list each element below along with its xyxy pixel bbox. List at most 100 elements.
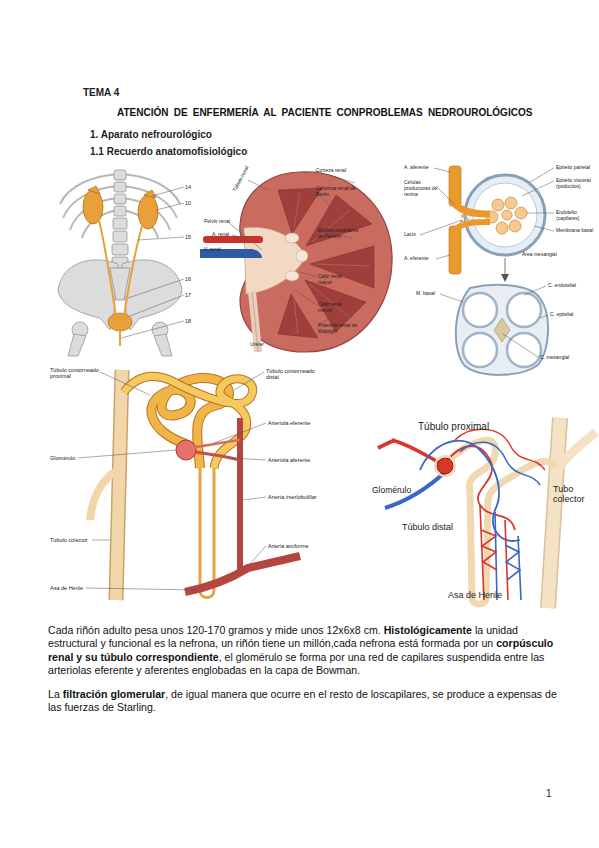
part-label: Células productoras de renina (404, 180, 444, 197)
nephron-figure-part (196, 452, 240, 460)
part-label: Túbulo contorneado distal (266, 368, 326, 381)
nephron-vessels-figure-part-part (505, 545, 520, 580)
part-label: Cáliz renal menor (318, 302, 356, 314)
renal-corpuscle-figure-part-part (509, 220, 521, 232)
nephron-figure-part (185, 556, 300, 592)
part-label: Pelvis renal (204, 219, 230, 225)
renal-corpuscle-figure-part-part (515, 207, 527, 219)
capillary-section-figure-part-part (524, 286, 546, 295)
renal-corpuscle-figure-part-part (530, 168, 554, 182)
nephron-figure-part (124, 376, 253, 468)
nephron-vessels-figure-part-part (480, 505, 484, 600)
capillary-section-figure-part (463, 293, 541, 367)
urinary-tract-figure-part-part (114, 182, 126, 192)
urinary-tract-figure-part-part (113, 218, 127, 229)
capillary-section-figure (440, 285, 548, 375)
urinary-tract-figure-part (99, 220, 142, 346)
kidney-section-figure-part (294, 192, 370, 334)
urinary-tract-figure-part-part (156, 203, 184, 210)
nephron-figure-part (78, 372, 266, 590)
renal-corpuscle-figure-part (501, 274, 509, 282)
nephron-vessels-figure-part (437, 458, 453, 474)
part-label: Asa de Henle (448, 590, 502, 600)
renal-corpuscle-figure-part-part (465, 218, 469, 222)
kidney-section-figure-part (222, 171, 355, 326)
part-label: Glomérulo (372, 486, 411, 496)
capillary-section-figure-part-part (540, 315, 548, 318)
part-label: Túbulo contorneado proximal (50, 367, 102, 380)
nephron-figure-part-part (243, 497, 266, 500)
nephron-figure-part (116, 370, 122, 600)
urinary-tract-figure-part-part (124, 226, 142, 316)
nephron-vessels-figure-part (435, 456, 455, 476)
callout-number: 17 (185, 292, 191, 298)
kidney-section-figure-part-part (310, 246, 374, 288)
renal-corpuscle-figure-part-part (492, 199, 504, 211)
kidney-section-figure-part (240, 172, 392, 352)
urinary-tract-figure (58, 170, 184, 356)
kidney-section-figure-part-part (285, 271, 299, 281)
nephron-figure (78, 370, 300, 600)
part-label: Lacis (404, 232, 416, 238)
kidney-section-figure-part-part (310, 284, 350, 318)
part-label: Endotelio (capilares) (556, 210, 592, 222)
urinary-tract-figure-part-part (83, 190, 103, 224)
part-label: C. mesangial (540, 355, 569, 361)
part-label: Columna renal de Bertin (316, 186, 360, 198)
callout-number: 18 (185, 318, 191, 324)
part-label: Túbulo renal (232, 165, 250, 192)
urinary-tract-figure-part-part (114, 194, 126, 204)
renal-corpuscle-figure-part-part (420, 220, 462, 235)
part-label: A. eferente (404, 256, 428, 262)
capillary-section-figure-part (456, 285, 548, 375)
part-label: Túbulo distal (402, 522, 453, 532)
urinary-tract-figure-part-part (138, 237, 184, 240)
paragraph: Lafiltración glomerular, de igual manera… (48, 688, 560, 715)
kidney-section-figure-part-part (222, 250, 232, 253)
nephron-vessels-figure (378, 418, 596, 608)
part-label: Membrana basal (556, 228, 593, 234)
nephron-figure-part (124, 376, 253, 468)
kidney-section-figure-part-part (278, 188, 322, 234)
nephron-figure-part (116, 370, 122, 600)
nephron-figure-part-part (214, 423, 266, 443)
part-label: M. basal (416, 291, 435, 297)
nephron-vessels-figure-part (378, 440, 395, 448)
page-title: ATENCIÓN DE ENFERMERÍA AL PACIENTE CONPR… (117, 107, 532, 118)
nephron-figure-part-part (100, 372, 150, 395)
urinary-tract-figure-part-part (88, 186, 100, 194)
part-label: A. renal (212, 232, 229, 238)
nephron-vessels-figure-part (548, 418, 560, 608)
capillary-section-figure-part-part (507, 293, 541, 327)
kidney-section-figure-part-part (294, 192, 300, 228)
renal-corpuscle-figure-part (455, 222, 490, 230)
part-label: Epitelio visceral (podocitos) (556, 178, 596, 190)
renal-corpuscle-figure-part-part (461, 214, 465, 218)
nephron-figure-part (195, 440, 240, 447)
kidney-section-figure-part-part (316, 264, 370, 266)
renal-corpuscle-figure-part-part (436, 186, 455, 205)
kidney-section-figure-part-part (306, 195, 372, 246)
nephron-figure-part-part (248, 546, 266, 566)
part-label: Área mesangial (522, 252, 557, 258)
nephron-figure-part-part (232, 458, 266, 460)
section-heading: 1.1 Recuerdo anatomofisiológico (90, 146, 247, 158)
part-label: Arteriola eferente (268, 420, 310, 426)
kidney-section-figure-part-part (232, 235, 248, 239)
paragraph: Cada riñón adulto pesa unos 120-170 gram… (48, 624, 560, 678)
urinary-tract-figure-part-part (99, 220, 116, 316)
renal-corpuscle-figure-part-part (534, 226, 554, 231)
part-label: Arteria arciforme (268, 543, 309, 549)
urinary-tract-figure-part-part (144, 190, 156, 198)
kidney-section-figure-part-part (228, 222, 262, 250)
urinary-tract-figure-part-part (114, 170, 126, 180)
nephron-figure-part-part (92, 540, 110, 541)
renal-corpuscle-figure-part-part (522, 181, 554, 196)
nephron-figure-part (200, 468, 214, 598)
renal-corpuscle-figure-part (449, 226, 461, 274)
part-label: Epitelio parietal (556, 165, 590, 171)
urinary-tract-figure-part-part (119, 330, 121, 346)
body-text: filtración glomerular (63, 688, 165, 700)
urinary-tract-figure-part (60, 174, 180, 238)
